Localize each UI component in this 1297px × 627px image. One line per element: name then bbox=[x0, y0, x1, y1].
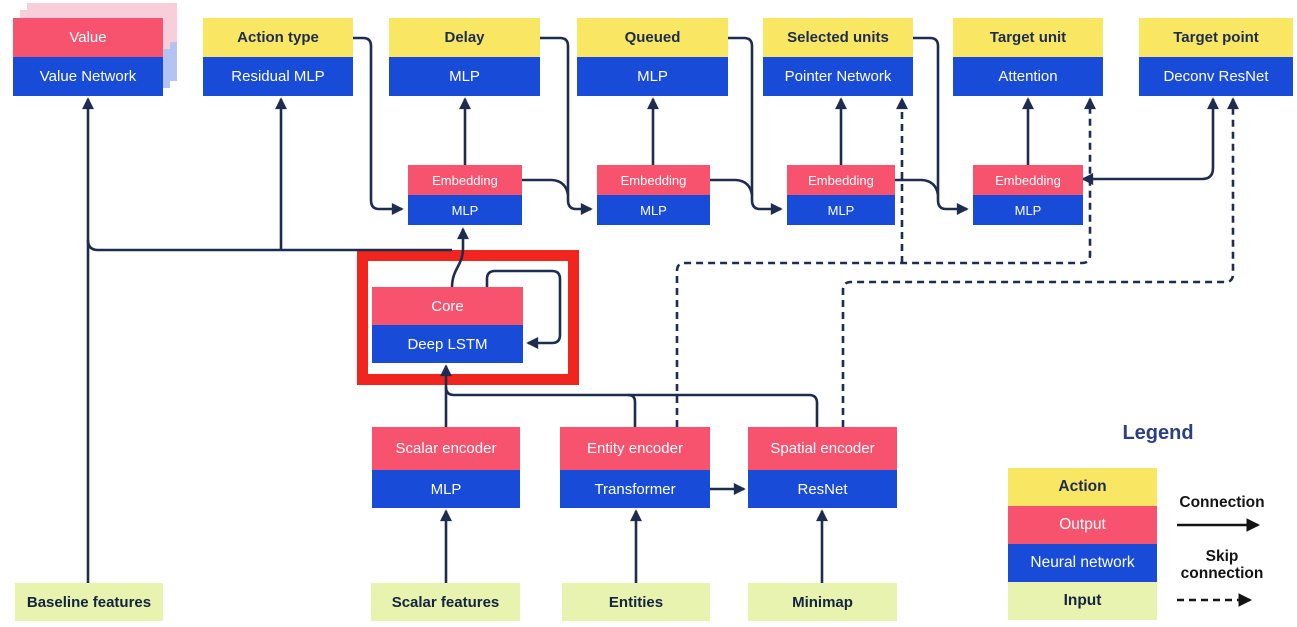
head-action-type-network: Residual MLP bbox=[203, 57, 353, 96]
line-embedding-1-chain bbox=[522, 178, 570, 196]
head-queued-title: Queued bbox=[577, 18, 728, 57]
head-selected-units-network: Pointer Network bbox=[763, 57, 913, 96]
input-minimap: Minimap bbox=[748, 583, 897, 621]
skip-spatial-encoder-to-deconv-resnet bbox=[841, 97, 1239, 427]
core-highlight-box bbox=[357, 250, 579, 385]
line-core-to-left-backbone bbox=[86, 239, 452, 252]
legend-connection-label: Connection bbox=[1179, 494, 1265, 511]
scalar-encoder-title: Scalar encoder bbox=[372, 427, 520, 470]
spatial-encoder-title: Spatial encoder bbox=[748, 427, 897, 470]
embedding-4-title: Embedding bbox=[973, 165, 1083, 195]
input-scalar-features: Scalar features bbox=[371, 583, 520, 621]
input-entities: Entities bbox=[562, 583, 710, 621]
legend-item-neural-network: Neural network bbox=[1008, 544, 1157, 582]
legend-item-action: Action bbox=[1008, 468, 1157, 506]
legend-item-input: Input bbox=[1008, 582, 1157, 620]
spatial-encoder-network: ResNet bbox=[748, 470, 897, 508]
head-selected-units: Selected units Pointer Network bbox=[763, 18, 913, 96]
embedding-3-title: Embedding bbox=[787, 165, 895, 195]
head-value: Value Value Network bbox=[13, 18, 163, 96]
scalar-encoder-box: Scalar encoder MLP bbox=[372, 427, 520, 508]
core-title: Core bbox=[372, 287, 523, 325]
skip-entity-encoder-to-attention bbox=[675, 97, 1096, 427]
head-value-network: Value Network bbox=[13, 57, 163, 96]
scalar-encoder-network: MLP bbox=[372, 470, 520, 508]
arrow-embedding-4-to-deconv-resnet bbox=[1081, 97, 1219, 185]
embedding-box-3: Embedding MLP bbox=[787, 165, 895, 225]
head-action-type: Action type Residual MLP bbox=[203, 18, 353, 96]
line-embedding-2-chain bbox=[710, 178, 754, 196]
embedding-3-network: MLP bbox=[787, 195, 895, 225]
entity-encoder-title: Entity encoder bbox=[560, 427, 710, 470]
embedding-2-title: Embedding bbox=[597, 165, 710, 195]
legend-skip-connection-label: Skip connection bbox=[1180, 548, 1264, 582]
head-queued: Queued MLP bbox=[577, 18, 728, 96]
embedding-box-4: Embedding MLP bbox=[973, 165, 1083, 225]
head-action-type-title: Action type bbox=[203, 18, 353, 57]
head-delay-network: MLP bbox=[389, 57, 540, 96]
head-target-unit-network: Attention bbox=[953, 57, 1103, 96]
line-spatial-encoder-merge bbox=[444, 386, 819, 427]
head-value-title: Value bbox=[13, 18, 163, 57]
head-target-unit: Target unit Attention bbox=[953, 18, 1103, 96]
head-target-point-title: Target point bbox=[1139, 18, 1293, 57]
embedding-2-network: MLP bbox=[597, 195, 710, 225]
head-target-unit-title: Target unit bbox=[953, 18, 1103, 57]
entity-encoder-box: Entity encoder Transformer bbox=[560, 427, 710, 508]
embedding-4-network: MLP bbox=[973, 195, 1083, 225]
line-entity-encoder-merge bbox=[627, 393, 637, 427]
embedding-box-1: Embedding MLP bbox=[408, 165, 522, 225]
head-target-point: Target point Deconv ResNet bbox=[1139, 18, 1293, 96]
embedding-1-network: MLP bbox=[408, 195, 522, 225]
embedding-box-2: Embedding MLP bbox=[597, 165, 710, 225]
core-box: Core Deep LSTM bbox=[372, 287, 523, 363]
head-selected-units-title: Selected units bbox=[763, 18, 913, 57]
entity-encoder-network: Transformer bbox=[560, 470, 710, 508]
legend-item-output: Output bbox=[1008, 506, 1157, 544]
core-network: Deep LSTM bbox=[372, 325, 523, 363]
embedding-1-title: Embedding bbox=[408, 165, 522, 195]
skip-connections bbox=[675, 97, 1239, 427]
input-baseline-features: Baseline features bbox=[15, 583, 163, 621]
head-target-point-network: Deconv ResNet bbox=[1139, 57, 1293, 96]
line-embedding-3-chain bbox=[895, 178, 940, 196]
legend-title: Legend bbox=[1122, 422, 1194, 444]
head-delay-title: Delay bbox=[389, 18, 540, 57]
head-queued-network: MLP bbox=[577, 57, 728, 96]
legend-swatches: Action Output Neural network Input bbox=[1008, 468, 1157, 620]
head-delay: Delay MLP bbox=[389, 18, 540, 96]
spatial-encoder-box: Spatial encoder ResNet bbox=[748, 427, 897, 508]
